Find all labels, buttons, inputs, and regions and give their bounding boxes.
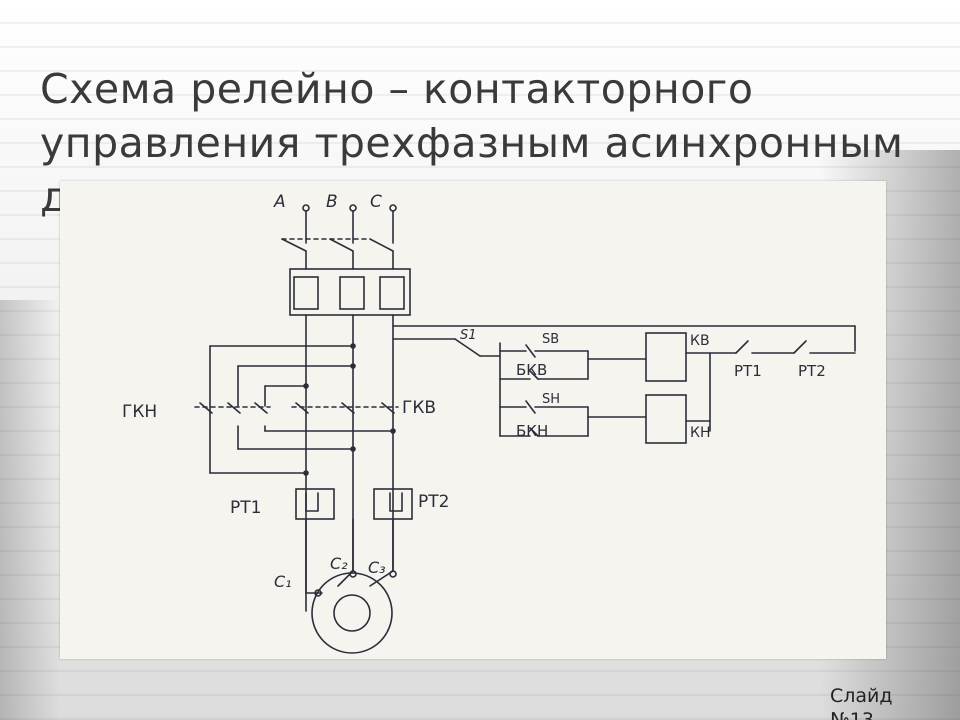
phase-label-a: A	[273, 192, 286, 212]
label-c3: C₃	[368, 558, 386, 577]
coil-kn	[645, 394, 687, 444]
slide-number: Слайд №13	[830, 685, 893, 720]
label-sh: SH	[542, 392, 560, 407]
label-sb: SB	[542, 332, 559, 347]
phase-label-b: B	[326, 192, 338, 212]
label-bkv: БКВ	[516, 361, 547, 379]
phase-label-c: C	[370, 192, 382, 212]
coil-kv	[645, 332, 687, 382]
terminal-c	[389, 204, 397, 212]
label-bkn: БКН	[516, 422, 548, 440]
label-c1: C₁	[274, 572, 292, 591]
label-kn: КН	[690, 425, 710, 441]
circuit-diagram: A B C ГКН ГКВ РТ1 РТ2 S1 SB БКВ SH БКН К…	[122, 192, 856, 654]
label-gkv: ГКВ	[402, 398, 436, 418]
label-rt1-contact: РТ1	[734, 362, 762, 380]
label-s1: S1	[460, 328, 477, 343]
motor-symbol	[311, 572, 393, 654]
label-rt1: РТ1	[230, 498, 261, 518]
background-shade	[0, 300, 60, 720]
terminal-b	[349, 204, 357, 212]
wiring	[194, 204, 856, 654]
label-rt2-contact: РТ2	[798, 362, 826, 380]
label-gkn: ГКН	[122, 402, 157, 422]
terminal-a	[302, 204, 310, 212]
label-kv: КВ	[690, 333, 710, 349]
circuit-diagram-scan: A B C ГКН ГКВ РТ1 РТ2 S1 SB БКВ SH БКН К…	[60, 181, 886, 659]
diagram-labels: A B C ГКН ГКВ РТ1 РТ2 S1 SB БКВ SH БКН К…	[122, 192, 826, 591]
label-c2: C₂	[330, 554, 348, 573]
label-rt2: РТ2	[418, 492, 449, 512]
